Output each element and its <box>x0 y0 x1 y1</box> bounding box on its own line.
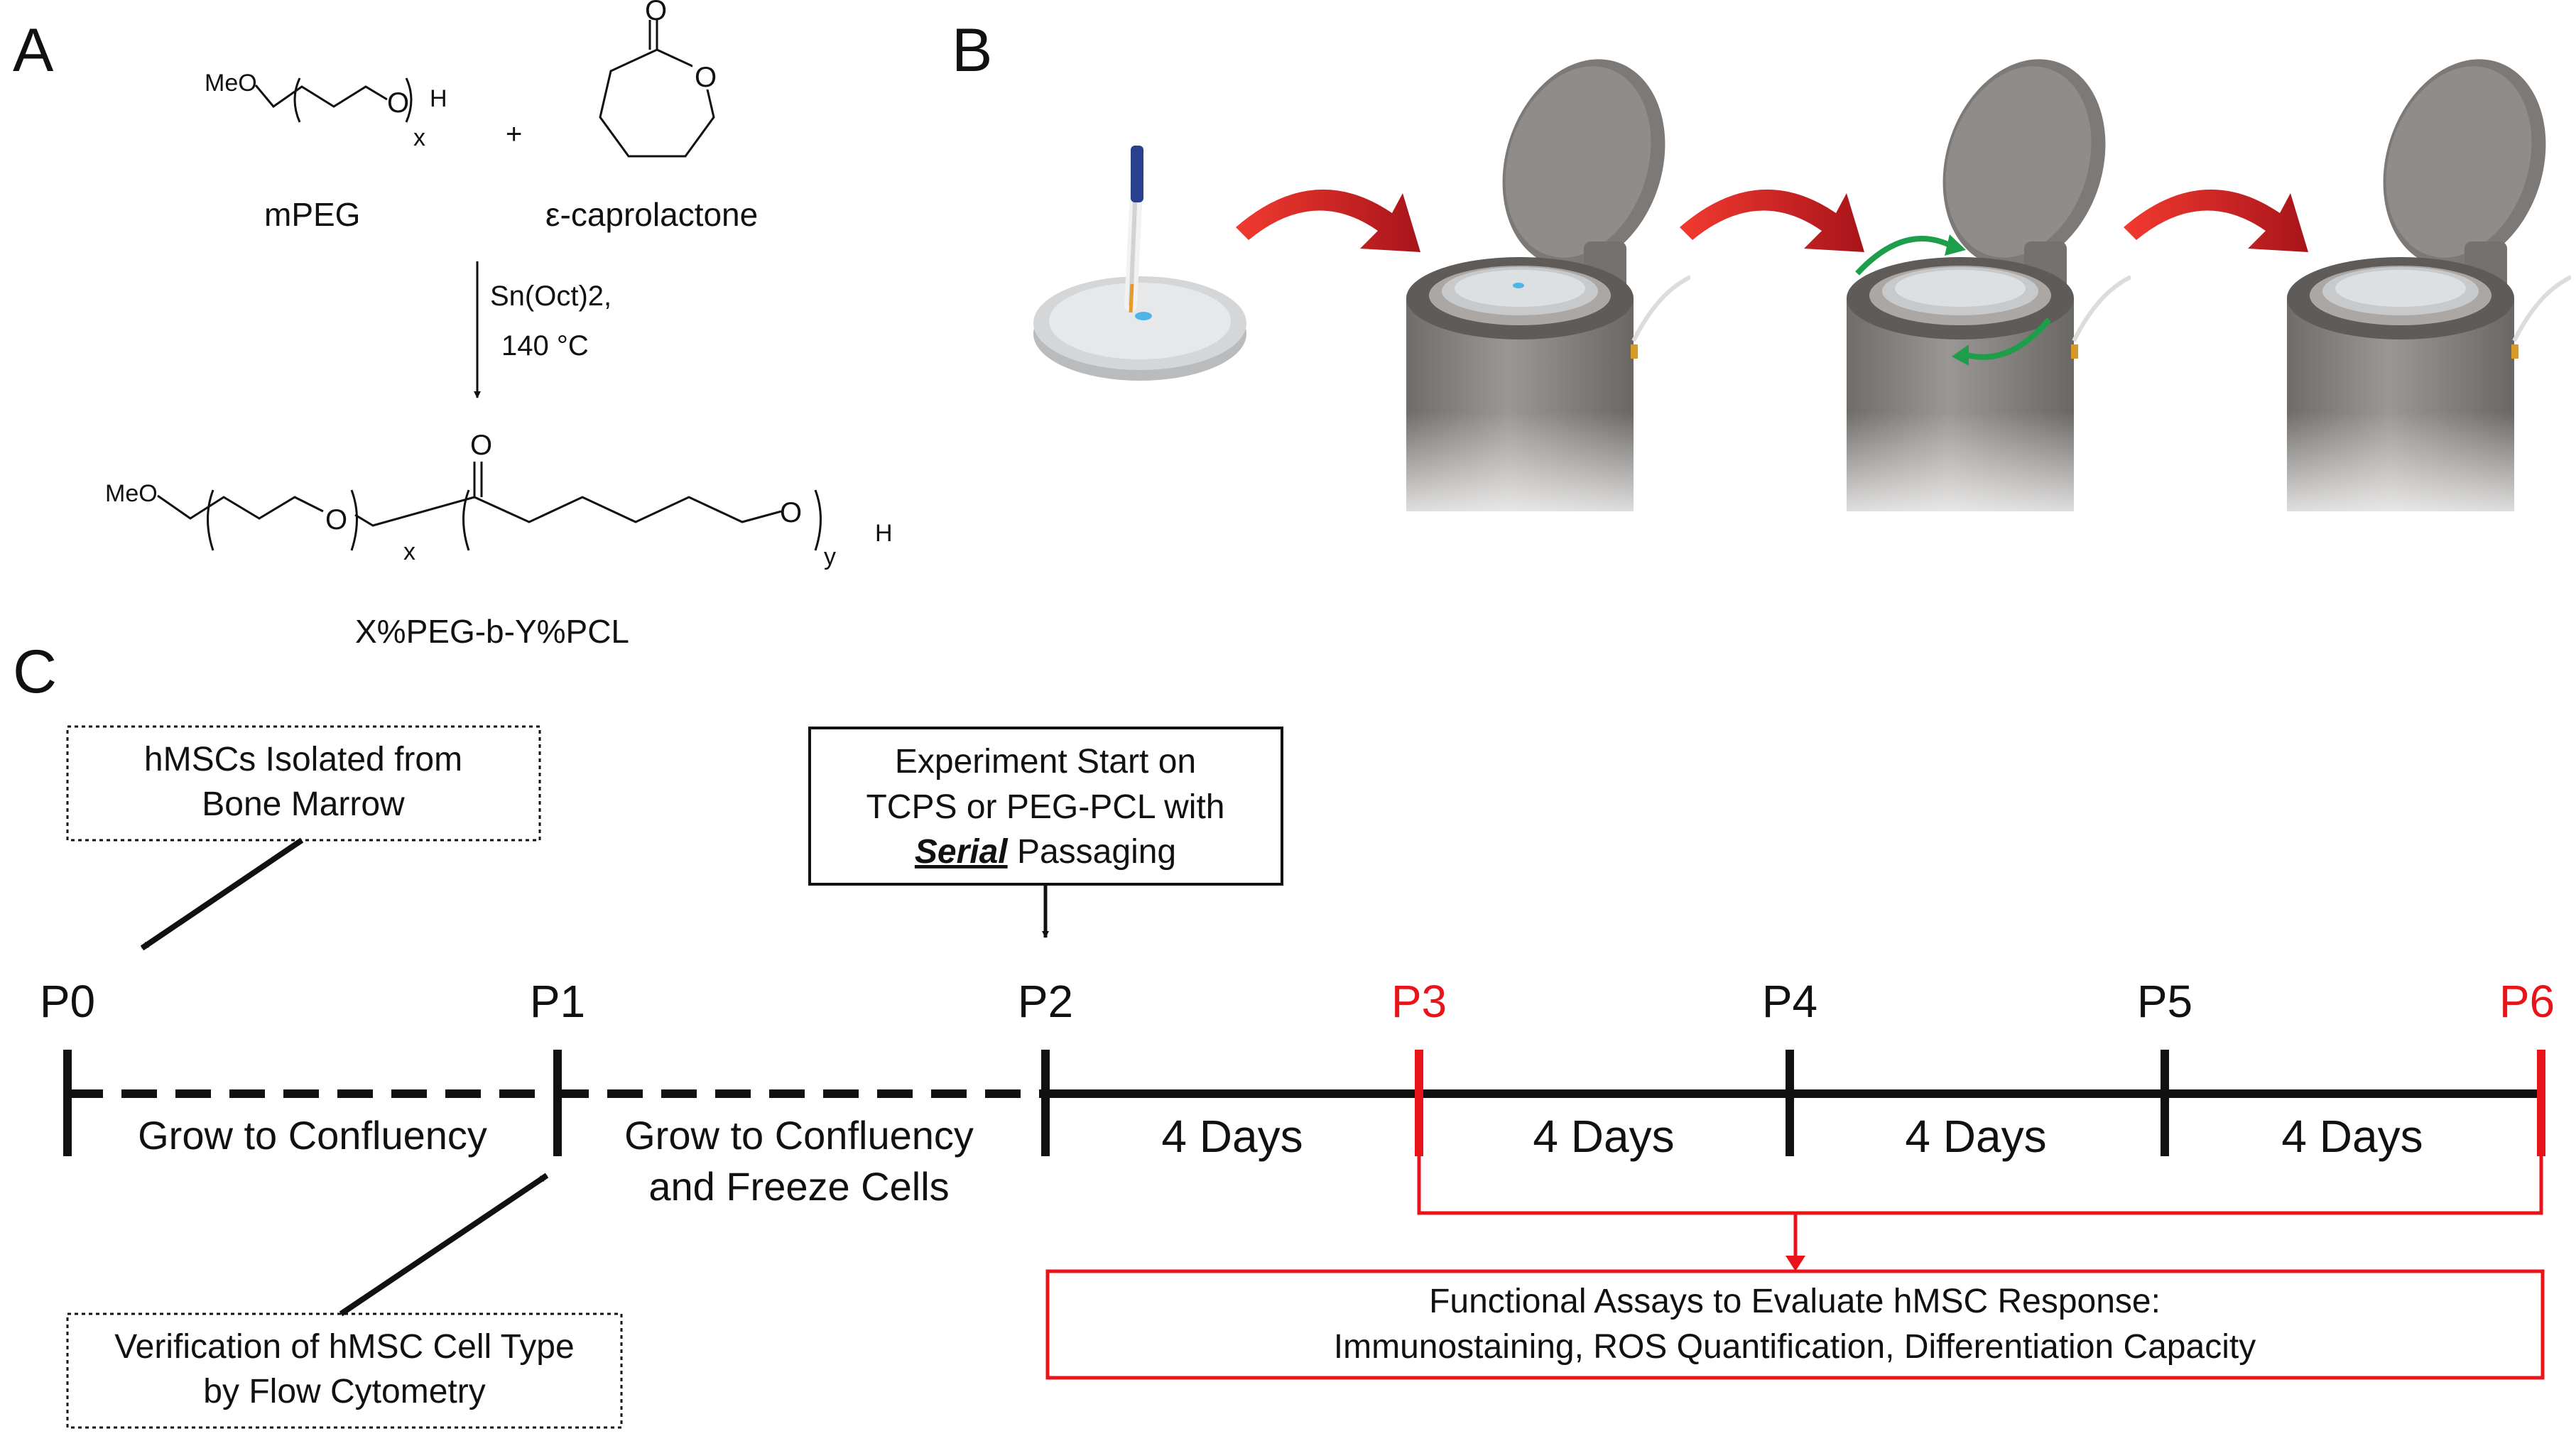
red-arrow-3 <box>2124 189 2308 252</box>
passage-label-p6: P6 <box>2499 976 2555 1027</box>
reactant-caprolactone-label: ε-caprolactone <box>545 196 758 233</box>
spin-device-1 <box>1392 38 1691 540</box>
note-experiment-line3-rest: Passaging <box>1008 833 1177 871</box>
red-arrow-1 <box>1236 189 1420 252</box>
segment-label-p0-p1: Grow to Confluency <box>138 1113 487 1158</box>
device-1-droplet <box>1513 283 1524 288</box>
petri-dish-illustration <box>1033 146 1246 381</box>
panel-label-a: A <box>13 16 54 85</box>
note-verification-line2: by Flow Cytometry <box>203 1373 485 1410</box>
segment-label-p3-p4: 4 Days <box>1533 1111 1674 1162</box>
red-arrow-2 <box>1680 189 1864 252</box>
note-isolated-line1: hMSCs Isolated from <box>144 741 462 778</box>
mpeg-structure: MeO O x H <box>205 70 447 151</box>
passage-label-p1: P1 <box>530 976 585 1027</box>
reactant-mpeg-label: mPEG <box>264 196 360 233</box>
mpeg-oxygen-label: O <box>387 87 409 119</box>
serial-emphasis: Serial <box>915 833 1009 871</box>
assay-bracket <box>1417 1156 2543 1271</box>
green-rotation-arrows <box>1855 234 2052 366</box>
product-subscript-y: y <box>824 543 836 570</box>
mpeg-h-label: H <box>430 85 447 112</box>
passage-label-p3: P3 <box>1391 976 1447 1027</box>
assays-line2: Immunostaining, ROS Quantification, Diff… <box>1334 1328 2256 1366</box>
product-name: X%PEG-b-Y%PCL <box>355 613 629 650</box>
panel-label-b: B <box>952 16 992 85</box>
note-isolated-line2: Bone Marrow <box>202 785 405 823</box>
note-isolated-box <box>66 725 541 842</box>
ring-carbonyl-oxygen: O <box>645 0 667 26</box>
product-subscript-x: x <box>403 538 415 565</box>
product-structure: MeO O x O O y H <box>105 430 893 570</box>
note-verification-line1: Verification of hMSC Cell Type <box>114 1328 574 1366</box>
passage-label-p2: P2 <box>1018 976 1073 1027</box>
spin-device-3 <box>2273 38 2572 540</box>
panel-label-c: C <box>13 638 57 706</box>
note-verification-box <box>66 1312 623 1429</box>
assays-line1: Functional Assays to Evaluate hMSC Respo… <box>1429 1283 2161 1320</box>
product-carbonyl-oxygen: O <box>470 430 492 461</box>
segment-label-p1-p2-line1: Grow to Confluency <box>624 1113 974 1158</box>
spin-device-2 <box>1832 38 2131 540</box>
segment-label-p1-p2-line2: and Freeze Cells <box>648 1164 949 1209</box>
product-oxygen-1: O <box>325 504 347 535</box>
catalyst-label: Sn(Oct)2, <box>490 281 612 312</box>
mpeg-subscript-x: x <box>413 124 425 151</box>
product-meo-label: MeO <box>105 480 158 507</box>
arrow-to-p0 <box>140 837 304 951</box>
mpeg-meo-label: MeO <box>205 70 257 97</box>
temperature-label: 140 °C <box>501 330 589 361</box>
note-experiment-line2: TCPS or PEG-PCL with <box>866 788 1224 826</box>
passage-label-p5: P5 <box>2137 976 2192 1027</box>
segment-label-p5-p6: 4 Days <box>2281 1111 2423 1162</box>
passage-label-p4: P4 <box>1762 976 1817 1027</box>
product-h-label: H <box>875 520 893 547</box>
arrow-to-p1 <box>339 1173 549 1317</box>
passage-timeline <box>63 1050 2545 1156</box>
note-experiment-line3: Serial Passaging <box>915 833 1176 871</box>
assays-box <box>1045 1269 2545 1380</box>
note-experiment-line1: Experiment Start on <box>895 743 1196 781</box>
caprolactone-structure: O O <box>599 0 718 158</box>
segment-label-p2-p3: 4 Days <box>1161 1111 1303 1162</box>
ring-oxygen: O <box>695 62 717 93</box>
passage-label-p0: P0 <box>40 976 95 1027</box>
segment-label-p4-p5: 4 Days <box>1905 1111 2046 1162</box>
product-oxygen-2: O <box>780 497 802 528</box>
plus-sign: + <box>506 119 522 150</box>
